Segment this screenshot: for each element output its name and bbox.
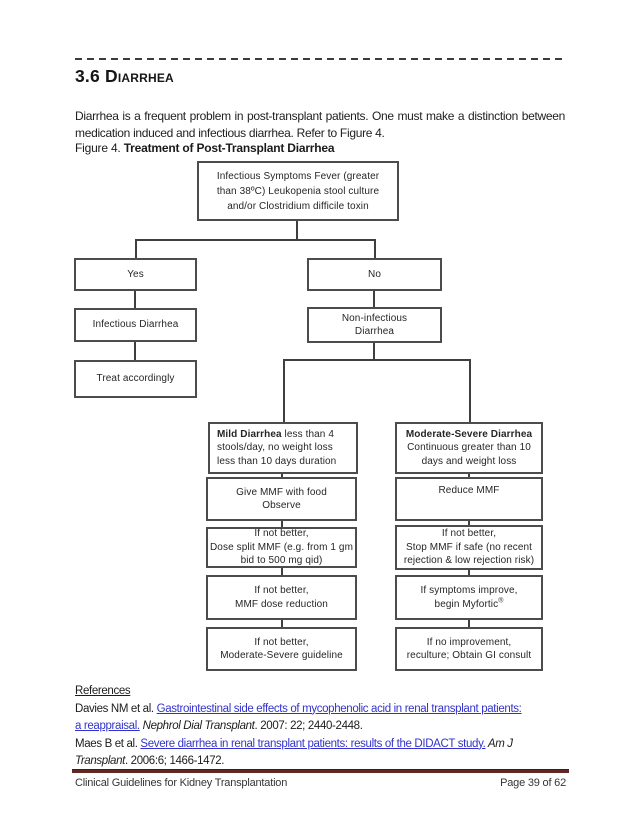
non-infectious-diarrhea-box: Non-infectious Diarrhea <box>307 307 442 343</box>
connector-line <box>468 521 470 526</box>
box-text: rejection & low rejection risk) <box>403 555 535 567</box>
reference-item: Davies NM et al. Gastrointestinal side e… <box>75 701 522 719</box>
reference-item: Maes B et al. Severe diarrhea in renal t… <box>75 736 522 754</box>
connector-line <box>281 568 283 575</box>
connector-line <box>468 570 470 576</box>
box-text: If no improvement, <box>426 636 512 648</box>
moderate-severe-diarrhea-box: Moderate-Severe Diarrhea Continuous grea… <box>395 422 543 474</box>
box-text: and/or Clostridium difficile toxin <box>227 200 369 212</box>
box-text: Reduce MMF <box>438 485 500 496</box>
reference-link[interactable]: Severe diarrhea in renal transplant pati… <box>140 737 486 750</box>
connector-line <box>281 474 283 478</box>
footer-page-number: Page 39 of 62 <box>500 777 566 789</box>
box-text: Diarrhea <box>354 326 395 337</box>
box-text: Infectious Symptoms Fever (greater <box>216 170 380 182</box>
connector-line <box>374 239 376 258</box>
moderate-severe-guideline-box: If not better, Moderate-Severe guideline <box>206 627 357 671</box>
treat-accordingly-box: Treat accordingly <box>74 360 197 398</box>
infectious-diarrhea-box: Infectious Diarrhea <box>74 308 197 342</box>
connector-line <box>469 359 471 422</box>
box-text: Dose split MMF (e.g. from 1 gm <box>209 541 354 553</box>
connector-line <box>468 620 470 627</box>
reference-link[interactable]: a reappraisal. <box>75 720 140 732</box>
intro-paragraph: Diarrhea is a frequent problem in post-t… <box>75 109 565 140</box>
box-text: begin Myfortic® <box>434 597 504 612</box>
figure-title: Treatment of Post-Transplant Diarrhea <box>123 141 335 155</box>
box-text: than 38ºC) Leukopenia stool culture <box>216 185 380 197</box>
connector-line <box>281 521 283 527</box>
box-text: Stop MMF if safe (no recent <box>405 541 533 553</box>
connector-line <box>373 291 375 307</box>
box-text-bold: Moderate-Severe Diarrhea <box>405 428 533 440</box>
dose-split-mmf-box: If not better, Dose split MMF (e.g. from… <box>206 527 357 568</box>
box-text: less than 10 days duration <box>217 455 337 467</box>
yes-box: Yes <box>74 258 197 291</box>
connector-line <box>373 343 375 360</box>
registered-trademark: ® <box>498 597 504 605</box>
box-text-bold: Mild Diarrhea <box>217 428 282 440</box>
box-text: reculture; Obtain GI consult <box>406 650 532 661</box>
references-section: References Davies NM et al. Gastrointest… <box>75 683 522 771</box>
connector-line <box>468 474 470 478</box>
box-text: Moderate-Severe Diarrhea <box>406 428 532 442</box>
dashed-divider <box>75 58 564 60</box>
connector-line <box>296 221 298 241</box>
figure-caption: Figure 4. Treatment of Post-Transplant D… <box>75 141 335 155</box>
stop-mmf-box: If not better, Stop MMF if safe (no rece… <box>395 525 543 570</box>
connector-line <box>134 291 136 308</box>
box-text: If symptoms improve, <box>420 585 518 596</box>
box-text: Give MMF with food <box>236 486 327 498</box>
box-text: Mild Diarrhea less than 4 <box>217 428 334 442</box>
references-heading: References <box>75 685 131 697</box>
page-footer: Clinical Guidelines for Kidney Transplan… <box>75 777 566 789</box>
reference-authors: Maes B et al. <box>75 737 141 750</box>
give-mmf-box: Give MMF with food Observe <box>206 477 357 521</box>
reference-item: a reappraisal. Nephrol Dial Transplant. … <box>75 718 522 736</box>
connector-line <box>281 620 283 627</box>
connector-line <box>135 239 137 258</box>
reduce-mmf-box: Reduce MMF <box>395 477 543 521</box>
box-text: days and weight loss <box>421 455 517 467</box>
figure-label: Figure 4. <box>75 141 124 155</box>
reference-item: Transplant. 2006:6; 1466-1472. <box>75 753 522 771</box>
box-text: bid to 500 mg qid) <box>240 555 323 567</box>
box-text: No <box>368 268 381 280</box>
begin-myfortic-box: If symptoms improve, begin Myfortic® <box>395 575 543 620</box>
no-box: No <box>307 258 442 291</box>
connector-line <box>283 359 471 361</box>
journal-name: Nephrol Dial Transplant <box>139 720 255 732</box>
box-text: If not better, <box>254 636 309 648</box>
journal-name: Transplant <box>75 755 125 767</box>
box-text: Continuous greater than 10 <box>407 442 531 454</box>
mmf-dose-reduction-box: If not better, MMF dose reduction <box>206 575 357 620</box>
connector-line <box>283 359 285 422</box>
box-text: Moderate-Severe guideline <box>220 650 343 661</box>
footer-rule <box>72 769 569 773</box>
reference-authors: Davies NM et al. <box>75 702 157 715</box>
box-text: If not better, <box>254 585 309 596</box>
section-heading: 3.6 Diarrhea <box>75 66 174 86</box>
box-text: Non-infectious <box>341 312 408 324</box>
box-text: If not better, <box>254 528 309 540</box>
box-text: less than 4 <box>281 428 334 440</box>
box-text: MMF dose reduction <box>235 598 328 610</box>
connector-line <box>135 239 376 241</box>
box-text: begin Myfortic <box>434 598 499 610</box>
box-text: Yes <box>127 268 144 280</box>
journal-name: Am J <box>485 737 513 750</box>
box-text: Infectious Diarrhea <box>92 319 179 331</box>
infectious-symptoms-box: Infectious Symptoms Fever (greater than … <box>197 161 399 221</box>
reculture-gi-consult-box: If no improvement, reculture; Obtain GI … <box>395 627 543 671</box>
box-text: Treat accordingly <box>96 373 175 385</box>
footer-document-title: Clinical Guidelines for Kidney Transplan… <box>75 777 288 789</box>
mild-diarrhea-box: Mild Diarrhea less than 4 stools/day, no… <box>208 422 358 474</box>
connector-line <box>134 342 136 360</box>
reference-citation: . 2006:6; 1466-1472. <box>124 755 225 767</box>
reference-citation: . 2007: 22; 2440-2448. <box>254 720 363 732</box>
box-text: stools/day, no weight loss <box>217 442 333 454</box>
box-text: Observe <box>262 500 301 511</box>
box-text: If not better, <box>441 528 497 540</box>
reference-link[interactable]: Gastrointestinal side effects of mycophe… <box>156 702 522 715</box>
